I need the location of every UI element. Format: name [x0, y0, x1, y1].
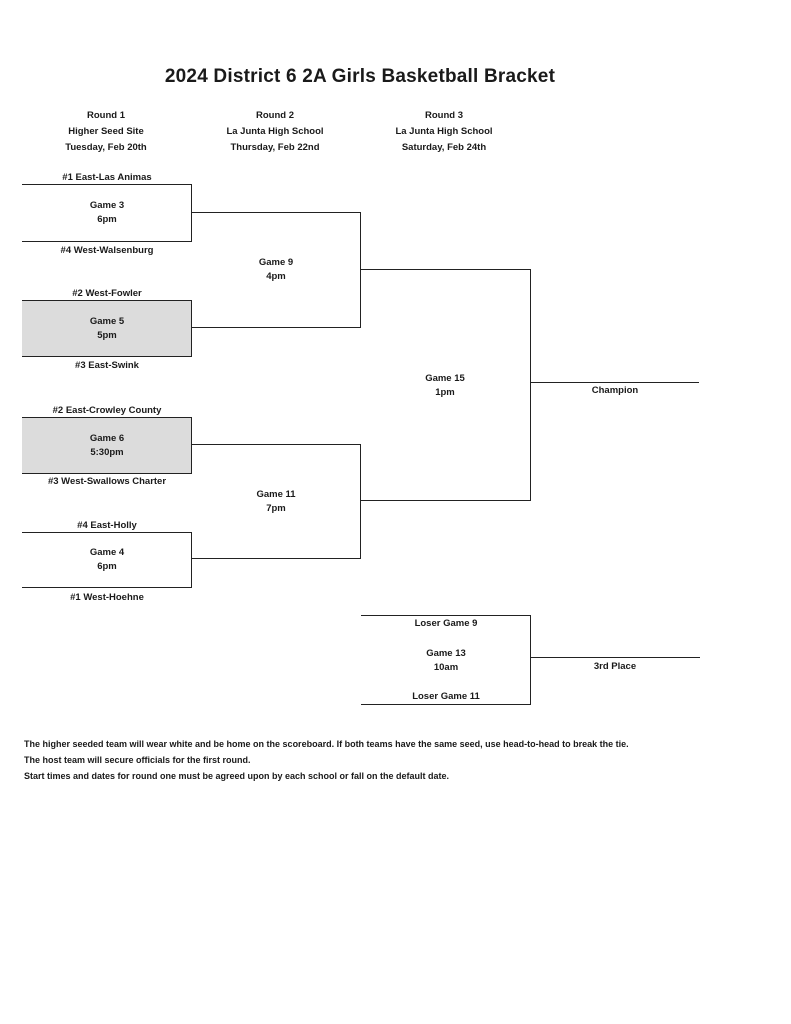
team-label: #2 West-Fowler — [72, 288, 142, 299]
team-label: #3 West-Swallows Charter — [47, 476, 167, 487]
bracket-line — [191, 532, 192, 588]
bracket-line — [22, 184, 192, 185]
game-time: 6pm — [97, 561, 117, 572]
round-3-date: Saturday, Feb 24th — [401, 142, 487, 153]
game-11-label: Game 11 7pm — [191, 488, 361, 516]
bracket-line — [22, 587, 192, 588]
round-2-site: La Junta High School — [226, 126, 324, 137]
round-2-header: Round 2 La Junta High School Thursday, F… — [195, 108, 355, 156]
game-name: Game 11 — [256, 489, 296, 500]
bracket-line — [360, 444, 361, 559]
round-3-name: Round 3 — [425, 110, 463, 121]
game-4-label: Game 4 6pm — [22, 546, 192, 574]
page-title: 2024 District 6 2A Girls Basketball Brac… — [164, 66, 556, 87]
game-name: Game 9 — [258, 257, 294, 268]
bracket-line — [361, 704, 531, 705]
bracket-line — [191, 327, 361, 328]
game-3-label: Game 3 6pm — [22, 199, 192, 227]
bracket-line — [22, 417, 192, 418]
bracket-line — [191, 558, 361, 559]
game-6-label: Game 6 5:30pm — [22, 432, 192, 460]
note-line: The host team will secure officials for … — [24, 755, 251, 765]
game-name: Game 15 — [425, 373, 465, 384]
game-name: Game 4 — [89, 547, 125, 558]
loser-game-9-label: Loser Game 9 — [414, 618, 478, 629]
game-name: Game 6 — [89, 433, 125, 444]
bracket-line — [191, 184, 192, 242]
game-time: 6pm — [97, 214, 117, 225]
game-name: Game 5 — [89, 316, 125, 327]
game-15-label: Game 15 1pm — [360, 372, 530, 400]
third-place-label: 3rd Place — [593, 661, 637, 672]
bracket-line — [360, 269, 531, 270]
notes: The higher seeded team will wear white a… — [24, 736, 764, 784]
bracket-line — [361, 615, 531, 616]
game-name: Game 13 — [426, 648, 466, 659]
champion-label: Champion — [591, 385, 639, 396]
game-5-label: Game 5 5pm — [22, 315, 192, 343]
bracket-line — [22, 356, 192, 357]
game-5-shading — [22, 300, 191, 356]
bracket-line — [191, 300, 192, 357]
team-label: #4 East-Holly — [77, 520, 137, 531]
game-time: 10am — [433, 662, 459, 673]
round-1-site: Higher Seed Site — [68, 126, 144, 137]
game-time: 5pm — [97, 330, 117, 341]
game-13-label: Game 13 10am — [361, 647, 531, 675]
bracket-line — [360, 500, 531, 501]
game-time: 1pm — [435, 387, 455, 398]
game-name: Game 3 — [89, 200, 125, 211]
note-line: The higher seeded team will wear white a… — [24, 739, 629, 749]
round-1-date: Tuesday, Feb 20th — [65, 142, 147, 153]
bracket-line — [22, 532, 192, 533]
loser-game-11-label: Loser Game 11 — [412, 691, 480, 702]
bracket-line — [22, 300, 192, 301]
game-9-label: Game 9 4pm — [191, 256, 361, 284]
bracket-line — [530, 615, 531, 705]
bracket-line — [191, 212, 361, 213]
team-label: #2 East-Crowley County — [52, 405, 162, 416]
bracket-line — [22, 473, 192, 474]
team-label: #1 West-Hoehne — [70, 592, 144, 603]
bracket-line — [530, 269, 531, 501]
bracket-line — [191, 417, 192, 474]
game-6-shading — [22, 417, 191, 473]
round-2-name: Round 2 — [256, 110, 294, 121]
game-time: 4pm — [266, 271, 286, 282]
bracket-line — [22, 241, 192, 242]
bracket-line — [191, 444, 361, 445]
team-label: #4 West-Walsenburg — [60, 245, 154, 256]
note-line: Start times and dates for round one must… — [24, 771, 450, 781]
game-time: 7pm — [266, 503, 286, 514]
round-3-site: La Junta High School — [395, 126, 493, 137]
team-label: #3 East-Swink — [75, 360, 139, 371]
round-2-date: Thursday, Feb 22nd — [230, 142, 320, 153]
bracket-line — [360, 212, 361, 328]
champion-line — [530, 382, 699, 383]
round-1-header: Round 1 Higher Seed Site Tuesday, Feb 20… — [26, 108, 186, 156]
third-place-line — [530, 657, 700, 658]
team-label: #1 East-Las Animas — [62, 172, 152, 183]
round-1-name: Round 1 — [87, 110, 125, 121]
round-3-header: Round 3 La Junta High School Saturday, F… — [364, 108, 524, 156]
game-time: 5:30pm — [90, 447, 124, 458]
